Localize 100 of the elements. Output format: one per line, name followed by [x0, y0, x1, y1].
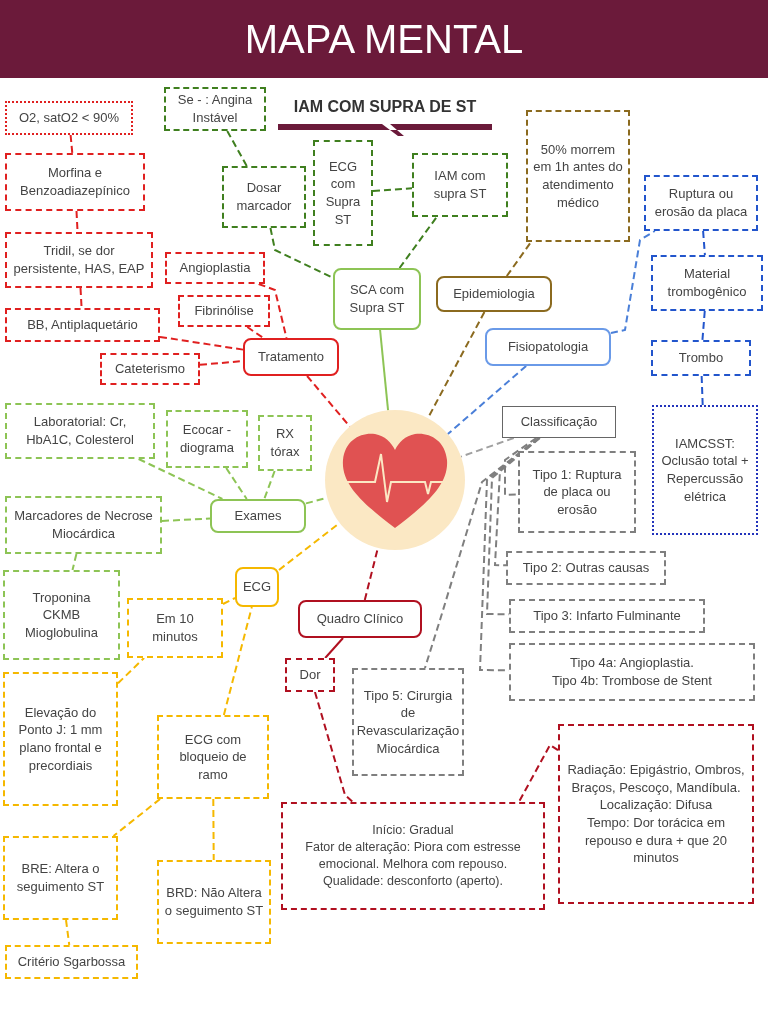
- note-box: [281, 802, 545, 910]
- note-box: [509, 643, 755, 701]
- box-text: Tempo: Dor torácica em repouso e dura + que 20 minutos: [584, 814, 728, 867]
- box-text: Qualidade: desconforto (aperto).: [323, 872, 503, 890]
- connector: [161, 517, 211, 522]
- box-text: Material trombogênico: [666, 265, 748, 301]
- picture: [325, 410, 465, 550]
- box-text: Quadro Clínico: [316, 610, 404, 628]
- box-text: Exames: [234, 507, 282, 525]
- box-text: Morfina e Benzoadiazepínico: [19, 164, 131, 200]
- box-text: Tipo 3: Infarto Fulminante: [533, 607, 681, 625]
- note-box: [127, 598, 223, 658]
- box-text: Angioplastia: [179, 259, 251, 277]
- box-text: Fibrinólise: [194, 302, 254, 320]
- note-box: [258, 415, 312, 471]
- connector: [225, 467, 248, 500]
- connector: [65, 919, 71, 946]
- box-text: Ecocar - diograma: [178, 421, 236, 457]
- box-text: Tipo 5: Cirurgia de Revascularização Miocárdica: [356, 686, 460, 758]
- connector: [372, 187, 413, 192]
- connector: [71, 553, 78, 571]
- connector: [324, 637, 345, 659]
- box-text: RX tórax: [269, 425, 301, 461]
- box-text: ECG com Supra ST: [324, 157, 362, 229]
- connector: [505, 241, 532, 277]
- connector: [222, 606, 253, 716]
- box-text: BB, Antiplaquetário: [27, 316, 138, 334]
- note-box: [178, 295, 270, 327]
- note-box: [5, 403, 155, 459]
- box-text: ECG com bloqueio de ramo: [178, 730, 248, 784]
- note-box: [509, 599, 705, 633]
- box-text: Laboratorial: Cr, HbA1C, Colesterol: [25, 413, 135, 449]
- connector: [446, 365, 528, 436]
- note-box: [352, 668, 464, 776]
- connector: [398, 216, 438, 269]
- topic-box: [298, 600, 422, 638]
- box-text: Critério Sgarbossa: [17, 953, 126, 971]
- note-box: [3, 570, 120, 660]
- note-box: [222, 166, 306, 228]
- note-box: [313, 140, 373, 246]
- box-text: Ruptura ou erosão da placa: [653, 185, 749, 221]
- note-box: [285, 658, 335, 692]
- connector: [702, 230, 706, 256]
- note-box: [166, 410, 248, 468]
- note-box: [100, 353, 200, 385]
- title: MAPA MENTAL: [244, 16, 524, 62]
- note-box: [526, 110, 630, 242]
- box-text: Fisiopatologia: [507, 338, 589, 356]
- connector: [246, 326, 265, 339]
- box-text: Tipo 1: Ruptura de placa ou erosão: [531, 465, 623, 519]
- note-box: [157, 715, 269, 799]
- note-box: [412, 153, 508, 217]
- connector: [212, 798, 215, 861]
- connector: [313, 691, 354, 803]
- box-text: O2, satO2 < 90%: [18, 109, 120, 127]
- connector: [700, 375, 704, 406]
- connector: [69, 134, 74, 154]
- box-text: Tridil, se dor persistente, HAS, EAP: [12, 242, 146, 278]
- topic-box: [502, 406, 616, 438]
- connector: [112, 798, 162, 837]
- box-text: Trombo: [678, 349, 724, 367]
- box-text: Dosar marcador: [235, 179, 293, 215]
- note-box: [644, 175, 758, 231]
- connector: [504, 437, 538, 497]
- note-box: [5, 101, 133, 135]
- note-box: [157, 860, 271, 944]
- connector: [263, 470, 276, 500]
- note-box: [558, 724, 754, 904]
- note-box: [164, 87, 266, 131]
- box-text: Classificação: [520, 413, 598, 431]
- topic-box: [210, 499, 306, 533]
- topic-box: [235, 567, 279, 607]
- note-box: [518, 451, 636, 533]
- box-text: Marcadores de Necrose Miocárdica: [13, 507, 154, 543]
- box-text: CKMB: [42, 606, 81, 624]
- subtitle: IAM COM SUPRA DE ST: [292, 98, 478, 116]
- box-text: Tipo 4a: Angioplastia.: [570, 654, 694, 672]
- topic-box: [333, 268, 421, 330]
- note-box: [165, 252, 265, 284]
- box-text: Em 10 minutos: [151, 610, 199, 646]
- connector: [269, 227, 334, 279]
- note-box: [3, 672, 118, 806]
- connector: [701, 310, 706, 341]
- box-text: Localização: Difusa: [599, 796, 713, 814]
- connector: [137, 458, 224, 500]
- connector: [79, 287, 83, 309]
- connector: [257, 283, 288, 339]
- note-box: [5, 153, 145, 211]
- box-text: BRE: Altera o seguimento ST: [15, 860, 106, 896]
- box-text: Início: Gradual: [372, 822, 454, 840]
- box-text: Elevação do Ponto J: 1 mm plano frontal e precordiais: [17, 703, 104, 775]
- box-text: Radiação: Epigástrio, Ombros, Braços, Pescoço, Mandíbula.: [566, 761, 746, 797]
- box-text: IAMCSST: Oclusão total + Repercussão elétrica: [660, 434, 750, 506]
- box-text: Dor: [299, 666, 321, 684]
- box-text: Tipo 2: Outras causas: [522, 559, 650, 577]
- note-box: [506, 551, 666, 585]
- note-box: [652, 405, 758, 535]
- connector: [222, 597, 236, 605]
- box-text: 50% morrem em 1h antes do atendimento médico: [532, 140, 624, 212]
- topic-box: [243, 338, 339, 376]
